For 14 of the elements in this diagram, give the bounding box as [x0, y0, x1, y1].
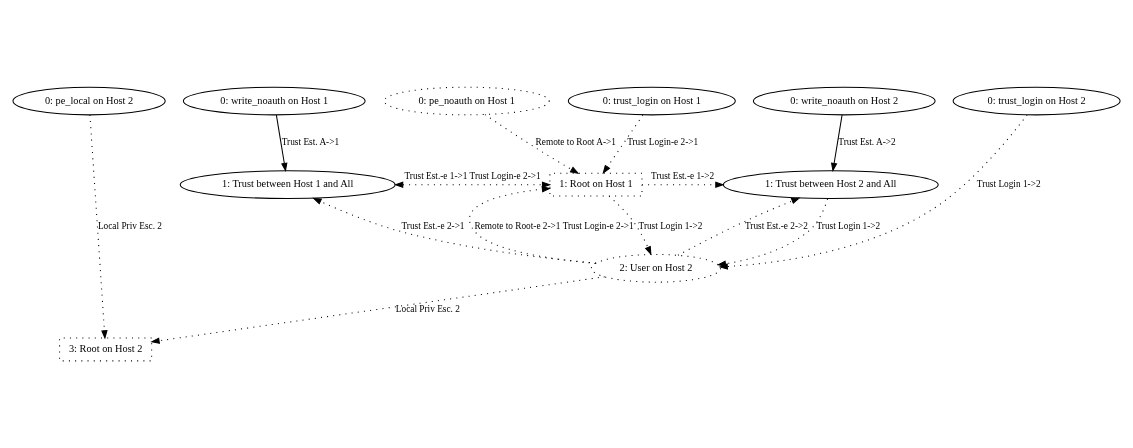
edge-label: Local Priv Esc. 2	[97, 220, 162, 231]
edge-label: Trust Est. A->2	[838, 137, 896, 148]
edge-label: Trust Est.-e 2->1	[401, 220, 465, 231]
edge-label: Trust Login 1->2	[816, 220, 881, 231]
edge-label: Trust Est.-e 2->2	[744, 220, 808, 231]
edge-label: Trust Est.-e 1->1 Trust Login-e 2->1	[404, 170, 541, 181]
edge-label: Trust Login 1->2	[638, 220, 703, 231]
edge-label: Trust Est.-e 1->2	[651, 170, 715, 181]
edge-label: Remote to Root A->1	[535, 137, 616, 148]
edge-label: Remote to Root-e 2->1 Trust Login-e 2->1	[474, 220, 634, 231]
edge-label: Trust Login 1->2	[976, 178, 1041, 189]
edge-label: Trust Login-e 2->1	[627, 137, 699, 148]
edge-label: Trust Est. A->1	[281, 137, 340, 148]
edge-label: Local Priv Esc. 2	[395, 304, 460, 315]
